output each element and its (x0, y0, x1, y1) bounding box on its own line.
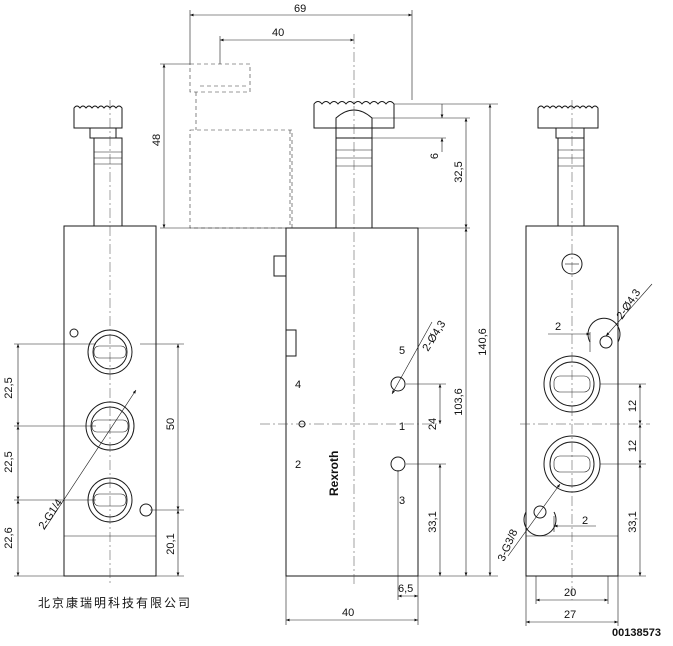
port-label-2: 2 (295, 459, 301, 471)
dim-right-bottom: 33,1 (627, 511, 639, 532)
dim-left-spacing-top: 22,5 (3, 377, 15, 398)
dim-total-height: 140,6 (477, 328, 489, 356)
right-stem (557, 137, 585, 227)
dim-body-height: 103,6 (453, 388, 465, 416)
right-mount-ear-top (587, 317, 621, 343)
port-label-4: 4 (295, 379, 301, 391)
dim-port-bottom: 33,1 (427, 511, 439, 532)
port-label-3: 3 (399, 495, 405, 507)
dim-left-total: 50 (165, 418, 177, 430)
coil-outline (189, 129, 293, 229)
dim-base-offset: 6,5 (398, 583, 413, 595)
company-name: 北京康瑞明科技有限公司 (38, 596, 193, 610)
dim-coil-width: 40 (272, 27, 284, 39)
dim-right-spacing-mid: 12 (627, 440, 639, 452)
dim-knob-offset: 6 (429, 153, 441, 159)
middle-body (285, 227, 419, 577)
dim-stem-height: 32,5 (453, 161, 465, 182)
left-stem (93, 137, 123, 227)
dim-top-width: 69 (294, 3, 306, 15)
dim-left-spacing-bottom: 22,6 (3, 527, 15, 548)
label-thread-right: 3-G3/8 (496, 528, 521, 564)
middle-view: Rexroth 5 4 1 2 3 69 40 48 6 32 (151, 3, 498, 625)
right-knob (537, 105, 599, 129)
middle-knob (313, 101, 395, 129)
dim-right-outer-width: 27 (564, 609, 576, 621)
label-hole-right: 2-Ø4,3 (615, 287, 644, 322)
document-number: 00138573 (612, 627, 661, 639)
dim-right-gap-top: 2 (555, 321, 561, 333)
dim-coil-height: 48 (151, 134, 163, 146)
left-view: 22,5 22,5 22,6 50 20,1 2-G1/4 (3, 100, 184, 585)
dim-right-gap-bottom: 2 (582, 515, 588, 527)
dim-right-inner-width: 20 (564, 587, 576, 599)
left-knob (73, 105, 123, 129)
label-hole-left: 2-Ø4,3 (420, 319, 448, 354)
dim-right-spacing-top: 12 (627, 400, 639, 412)
right-view: 12 12 33,1 2 2 2-Ø4,3 3-G3/8 20 27 (496, 100, 653, 626)
port-label-1: 1 (399, 421, 405, 433)
dim-port-to-1: 24 (427, 418, 439, 430)
right-mount-ear-bottom (523, 511, 557, 537)
label-thread-left: 2-G1/4 (37, 497, 66, 532)
brand-label: Rexroth (327, 451, 341, 496)
dim-left-spacing-mid: 22,5 (3, 451, 15, 472)
dim-left-bottom: 20,1 (165, 533, 177, 554)
port-label-5: 5 (399, 345, 405, 357)
dim-body-width: 40 (342, 607, 354, 619)
